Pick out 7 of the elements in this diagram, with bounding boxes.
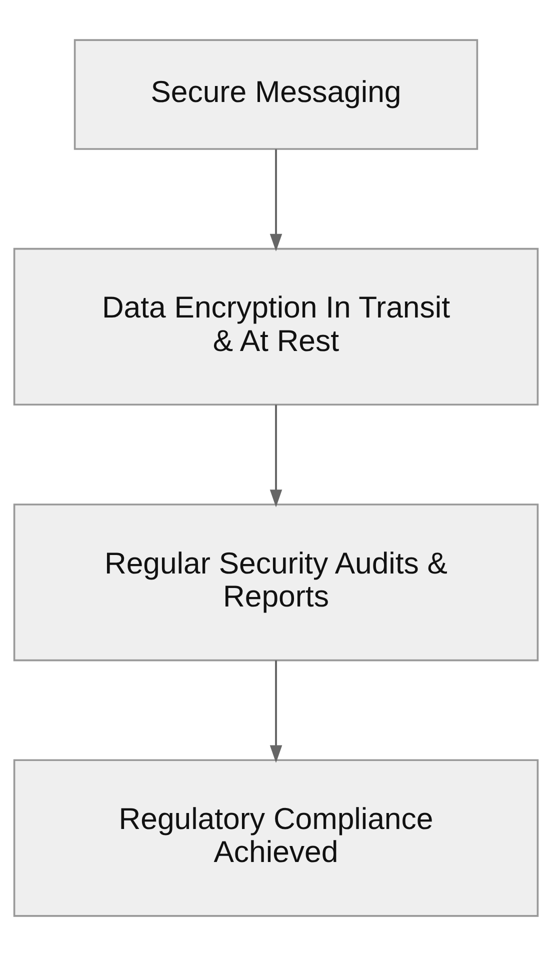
- arrow: [270, 404, 282, 508]
- node-box: Regulatory Compliance Achieved: [13, 759, 539, 917]
- arrow: [270, 149, 282, 252]
- node-box: Regular Security Audits & Reports: [13, 504, 539, 662]
- arrow: [270, 660, 282, 763]
- node-box: Data Encryption In Transit & At Rest: [13, 248, 539, 406]
- node-box: Secure Messaging: [74, 39, 478, 150]
